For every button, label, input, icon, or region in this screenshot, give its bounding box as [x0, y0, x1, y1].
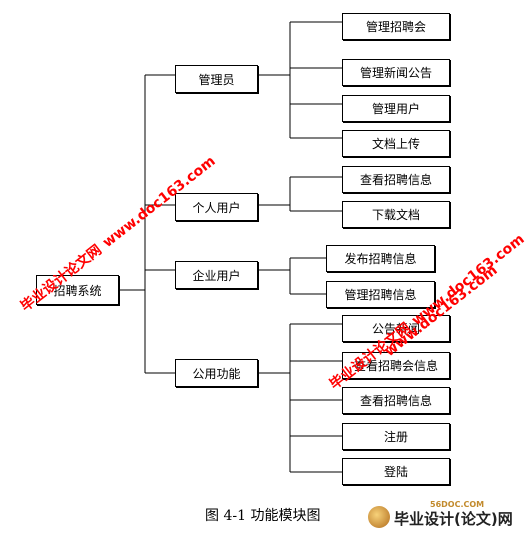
module-admin: 管理员: [175, 65, 258, 93]
leaf-manage-news: 管理新闻公告: [342, 59, 450, 86]
leaf-register: 注册: [342, 423, 450, 450]
module-common-functions: 公用功能: [175, 359, 258, 387]
leaf-manage-jobs: 管理招聘信息: [326, 281, 435, 308]
logo-text: 毕业设计(论文)网: [394, 510, 513, 528]
site-logo: 56DOC.COM 毕业设计(论文)网: [368, 500, 528, 530]
leaf-publish-jobs: 发布招聘信息: [326, 245, 435, 272]
leaf-upload-docs: 文档上传: [342, 130, 450, 157]
leaf-manage-users: 管理用户: [342, 95, 450, 122]
leaf-manage-job-fair: 管理招聘会: [342, 13, 450, 40]
leaf-news-announcements: 公告新闻: [342, 315, 450, 342]
leaf-login: 登陆: [342, 458, 450, 485]
logo-small-text: 56DOC.COM: [430, 500, 485, 509]
root-node: 招聘系统: [36, 275, 119, 305]
leaf-download-docs: 下载文档: [342, 201, 450, 228]
module-personal-user: 个人用户: [175, 193, 258, 221]
figure-caption: 图 4-1 功能模块图: [205, 508, 321, 524]
leaf-view-jobs-personal: 查看招聘信息: [342, 166, 450, 193]
logo-mark-icon: [368, 506, 390, 528]
module-company-user: 企业用户: [175, 261, 258, 289]
leaf-view-jobs-common: 查看招聘信息: [342, 387, 450, 414]
leaf-view-job-fair: 查看招聘会信息: [342, 352, 450, 379]
